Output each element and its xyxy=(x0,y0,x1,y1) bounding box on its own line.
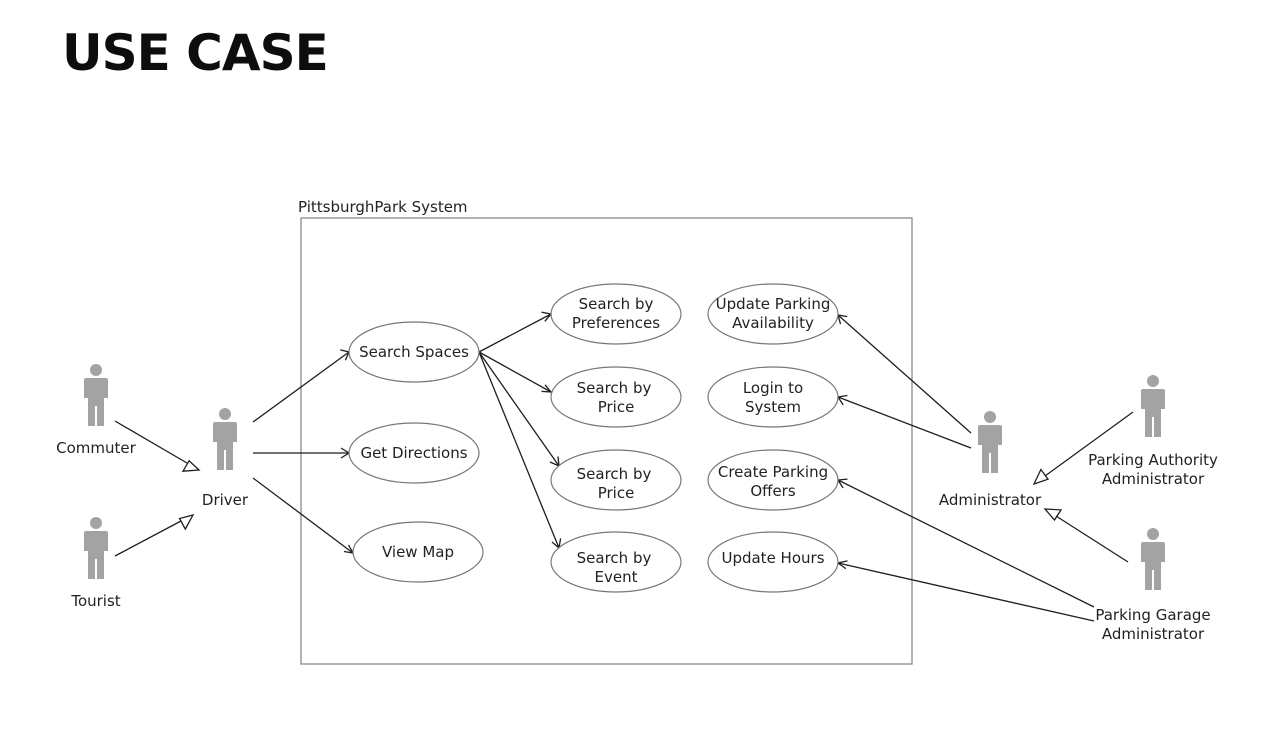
generalization-head xyxy=(181,459,201,472)
assoc-admin-update-availability xyxy=(837,314,972,434)
actor-label-line1: Parking Authority xyxy=(1088,451,1218,469)
use-case-search-by-event: Search by Event xyxy=(550,531,682,593)
assoc-driver-search-spaces xyxy=(252,351,350,423)
actor-label-line2: Administrator xyxy=(1102,625,1205,643)
use-case-label: Get Directions xyxy=(360,444,467,462)
actor-parking-authority-administrator: Parking Authority Administrator xyxy=(1088,375,1218,488)
use-case-create-parking-offers: Create Parking Offers xyxy=(707,449,839,511)
assoc-admin-login xyxy=(837,396,972,449)
actor-tourist: Tourist xyxy=(70,517,121,610)
actor-commuter: Commuter xyxy=(56,364,137,457)
actor-label: Administrator xyxy=(939,491,1042,509)
use-case-label: View Map xyxy=(382,543,454,561)
use-case-label: Search Spaces xyxy=(359,343,469,361)
assoc-garage-create-offers xyxy=(837,479,1095,608)
actor-label-line2: Administrator xyxy=(1102,470,1205,488)
actor-icon xyxy=(1141,375,1165,437)
assoc-search-event xyxy=(478,351,560,549)
assoc-search-price-1 xyxy=(478,351,552,393)
use-case-label-line1: Login to xyxy=(743,379,803,397)
use-case-label: Update Hours xyxy=(721,549,824,567)
use-case-label-line1: Search by xyxy=(577,465,652,483)
use-case-label-line2: Preferences xyxy=(572,314,660,332)
assoc-driver-view-map xyxy=(252,477,354,554)
use-case-label-line1: Create Parking xyxy=(718,463,828,481)
use-case-search-by-preferences: Search by Preferences xyxy=(550,283,682,345)
gen-tourist-driver xyxy=(114,520,182,557)
use-case-label-line1: Update Parking xyxy=(716,295,831,313)
actor-label: Tourist xyxy=(70,592,120,610)
use-case-label-line2: Price xyxy=(598,484,635,502)
actor-driver: Driver xyxy=(202,408,249,509)
actor-icon xyxy=(84,517,108,579)
arrowhead xyxy=(541,384,553,393)
use-case-label-line2: System xyxy=(745,398,801,416)
use-case-label-line1: Search by xyxy=(579,295,654,313)
generalization-head xyxy=(1043,508,1063,522)
gen-garage-admin xyxy=(1055,515,1129,563)
generalization-head xyxy=(178,513,195,531)
system-boundary xyxy=(300,217,913,665)
assoc-search-price-2 xyxy=(478,351,560,467)
actor-icon xyxy=(1141,528,1165,590)
generalizations xyxy=(114,411,1134,563)
actor-label: Commuter xyxy=(56,439,136,457)
use-case-label-line2: Availability xyxy=(732,314,814,332)
use-case-update-hours: Update Hours xyxy=(707,531,839,593)
use-case-label-line2: Event xyxy=(595,568,638,586)
associations xyxy=(252,311,1095,622)
actor-label: Driver xyxy=(202,491,249,509)
actor-icon xyxy=(978,411,1002,473)
use-case-view-map: View Map xyxy=(352,521,484,583)
use-case-update-parking-availability: Update Parking Availability xyxy=(707,283,839,345)
use-case-label-line2: Offers xyxy=(750,482,796,500)
actor-administrator: Administrator xyxy=(939,411,1042,509)
assoc-garage-update-hours xyxy=(837,562,1095,622)
actor-icon xyxy=(213,408,237,470)
actor-icon xyxy=(84,364,108,426)
actor-parking-garage-administrator: Parking Garage Administrator xyxy=(1095,528,1211,643)
actor-label-line1: Parking Garage xyxy=(1095,606,1210,624)
use-case-login-to-system: Login to System xyxy=(707,366,839,428)
use-case-label-line1: Search by xyxy=(577,549,652,567)
use-case-search-by-price-1: Search by Price xyxy=(550,366,682,428)
use-case-search-spaces: Search Spaces xyxy=(348,321,480,383)
gen-commuter-driver xyxy=(114,420,188,464)
system-name: PittsburghPark System xyxy=(298,198,468,216)
assoc-search-preferences xyxy=(478,313,552,353)
generalization-head xyxy=(1032,468,1050,486)
gen-authority-admin xyxy=(1044,411,1134,477)
use-case-get-directions: Get Directions xyxy=(348,422,480,484)
page-title: USE CASE xyxy=(62,24,329,82)
use-case-label-line1: Search by xyxy=(577,379,652,397)
use-case-label-line2: Price xyxy=(598,398,635,416)
use-case-search-by-price-2: Search by Price xyxy=(550,449,682,511)
